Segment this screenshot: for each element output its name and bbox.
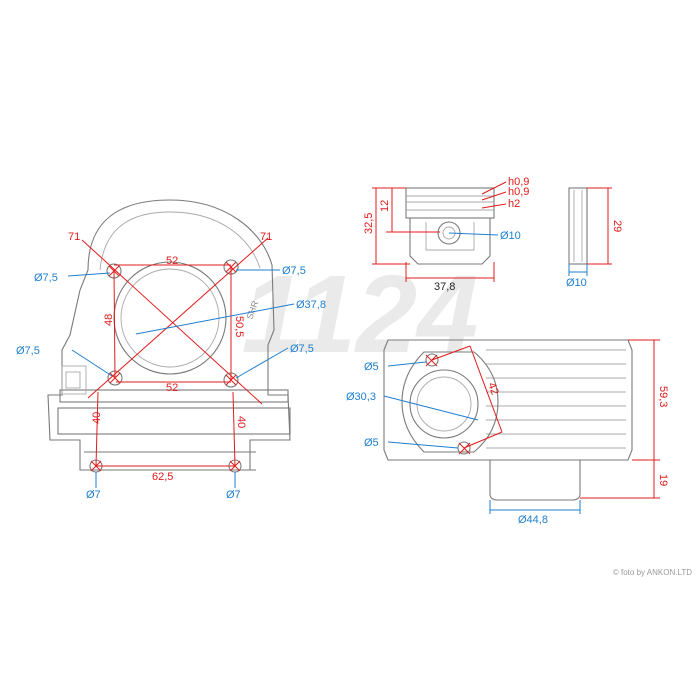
label-ring1: h0,9 (508, 176, 529, 188)
label-side-hole-bottom: Ø5 (364, 437, 379, 449)
label-pin-length: 29 (611, 220, 623, 232)
label-side-hole-top: Ø5 (364, 361, 379, 373)
label-diag-right: 71 (260, 231, 272, 243)
label-bore: Ø37,8 (296, 299, 326, 311)
label-hole-right: Ø7 (226, 489, 241, 501)
label-pin-dia: Ø10 (566, 277, 587, 289)
piston-pin-drawing (568, 187, 588, 265)
label-span-bottom: 52 (166, 382, 178, 394)
watermark-text: 1124 (242, 253, 479, 376)
label-stud-top-left: Ø7,5 (34, 272, 58, 284)
label-piston-height: 32,5 (363, 213, 375, 234)
top-view-leaders (67, 269, 295, 488)
piston-dimension-lines (372, 181, 507, 282)
label-stud-bottom-right: Ø7,5 (290, 343, 314, 355)
pin-dimension-lines (568, 187, 612, 276)
piston-drawing (405, 187, 495, 265)
label-port: Ø30,3 (346, 391, 376, 403)
label-hole-left: Ø7 (86, 489, 101, 501)
label-stud-top-right: Ø7,5 (282, 265, 306, 277)
label-base-span: 62,5 (152, 471, 173, 483)
label-ring3: h2 (508, 198, 520, 210)
label-vertical-left: 48 (103, 314, 115, 326)
label-port-span: 42 (485, 381, 500, 397)
top-view-dimension-lines (81, 237, 269, 472)
label-spigot-dia: Ø44,8 (518, 514, 548, 526)
label-stud-bottom-left: Ø7,5 (16, 345, 40, 357)
label-ring2: h0,9 (508, 186, 529, 198)
label-height: 59,3 (657, 386, 669, 407)
label-span-top: 52 (166, 255, 178, 267)
label-piston-pin-dia: Ø10 (500, 230, 521, 242)
label-spigot-height: 19 (657, 474, 669, 486)
side-view-dimension-lines (383, 339, 660, 514)
label-piston-dia: 37,8 (434, 281, 455, 293)
label-lower-left: 40 (91, 412, 103, 424)
label-piston-pin-height: 12 (379, 200, 391, 212)
label-lower-right: 40 (235, 416, 247, 428)
label-vertical-right: 50,5 (233, 316, 245, 337)
label-diag-left: 71 (68, 231, 80, 243)
photo-credit: © foto by ANKON.LTD (612, 568, 692, 577)
